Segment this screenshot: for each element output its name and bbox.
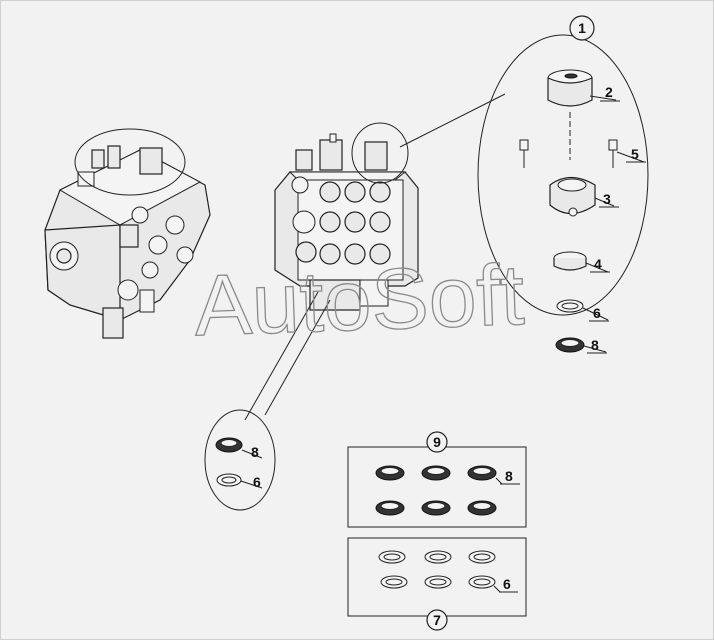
callout-1-label: 1 (578, 20, 586, 36)
callout-6-label-a: 6 (593, 305, 601, 321)
callout-2-label: 2 (605, 84, 613, 100)
exploded-parts-group (519, 69, 618, 353)
watermark-text: AutoSoft (193, 247, 526, 354)
callout-8-label-a: 8 (591, 337, 599, 353)
callout-3-label: 3 (603, 191, 611, 207)
callout-6-label-c: 6 (503, 576, 511, 592)
callout-7: 7 (426, 609, 448, 631)
valve-block-left (44, 145, 211, 339)
callout-4-label: 4 (594, 256, 602, 272)
leader-to-seal-group-2 (264, 299, 331, 416)
highlight-ellipse-left (74, 128, 186, 196)
callout-6-label-b: 6 (253, 474, 261, 490)
seal-group-ellipse (204, 409, 276, 511)
highlight-ellipse-center (351, 122, 409, 184)
valve-block-center (274, 133, 419, 311)
kit-7-rings (378, 550, 518, 593)
exploded-group-ellipse (477, 34, 649, 316)
callout-8-label-c: 8 (505, 468, 513, 484)
callout-underlines (587, 100, 646, 354)
callout-9-label: 9 (433, 434, 441, 450)
seal-group-parts (215, 437, 263, 489)
callout-7-label: 7 (433, 612, 441, 628)
callout-8-label-b: 8 (251, 444, 259, 460)
kit-9-seals (375, 465, 520, 516)
callout-1: 1 (569, 15, 595, 41)
leader-to-group-1 (399, 93, 506, 148)
leader-lines (582, 95, 645, 353)
callout-5-label: 5 (631, 146, 639, 162)
leader-to-seal-group (244, 291, 319, 421)
callout-9: 9 (426, 431, 448, 453)
